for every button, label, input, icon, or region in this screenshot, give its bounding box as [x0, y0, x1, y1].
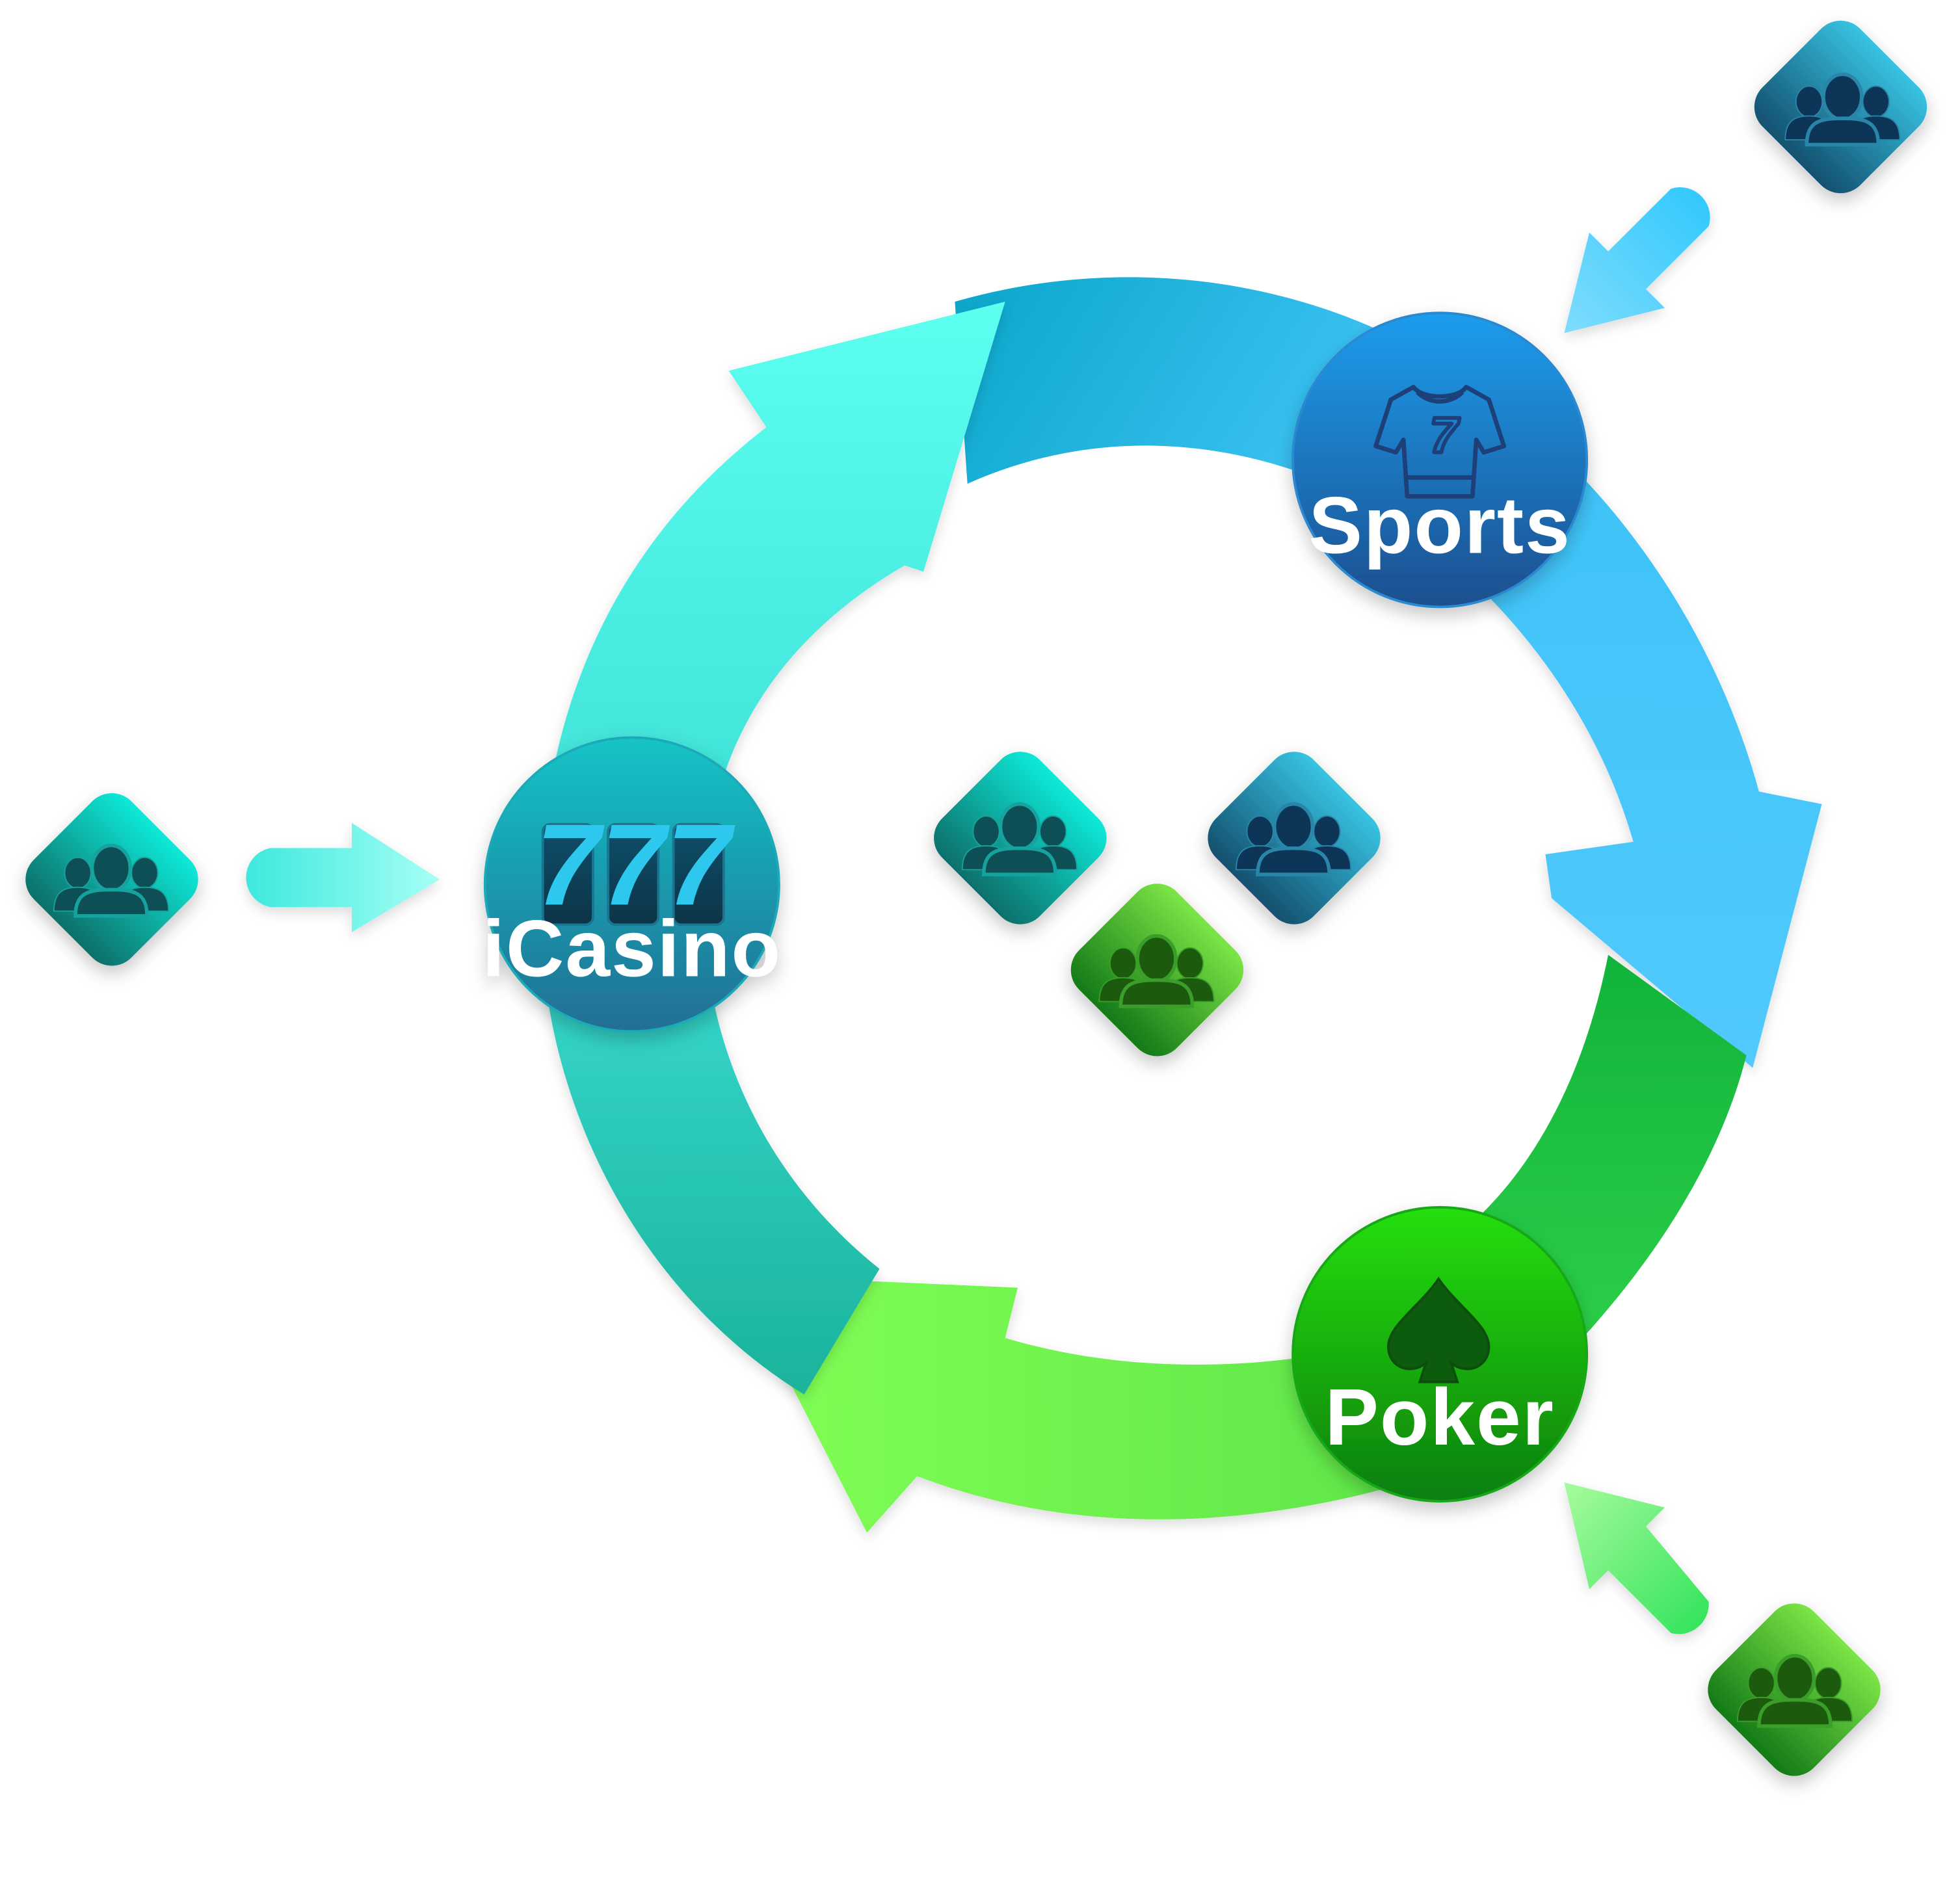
incoming-arrow-icasino: [246, 822, 440, 932]
player-group-icasino-outer: [25, 793, 198, 966]
poker-node[interactable]: Poker: [1291, 1206, 1589, 1503]
jersey-number: 7: [1430, 408, 1460, 464]
reel-2: 7: [601, 800, 670, 929]
poker-label: Poker: [1325, 1372, 1554, 1462]
icasino-node[interactable]: 7 7 7 iCasino: [483, 736, 782, 1033]
jersey-icon: 7: [1373, 384, 1507, 499]
cycle-ring: [540, 277, 1822, 1533]
spade-icon: [1386, 1276, 1490, 1384]
slot-machine-icon: 7 7 7: [536, 800, 735, 929]
reel-3: 7: [667, 800, 735, 929]
incoming-arrow-poker: [1564, 1482, 1709, 1634]
reel-1: 7: [536, 800, 605, 929]
icasino-label: iCasino: [483, 904, 782, 993]
ring-segment-bottom: [735, 1275, 1407, 1533]
player-group-sports-center: [1208, 752, 1381, 925]
incoming-arrow-sports: [1564, 187, 1710, 334]
ring-segment-right: [1482, 465, 1822, 1068]
player-group-poker-outer: [1708, 1603, 1881, 1776]
ring-segment-left: [540, 301, 1005, 1395]
player-group-poker-center: [1070, 884, 1244, 1057]
player-group-icasino-center: [934, 752, 1107, 925]
sports-node[interactable]: 7 Sports: [1291, 311, 1589, 609]
player-group-sports-outer: [1754, 20, 1927, 194]
sports-label: Sports: [1309, 480, 1571, 570]
